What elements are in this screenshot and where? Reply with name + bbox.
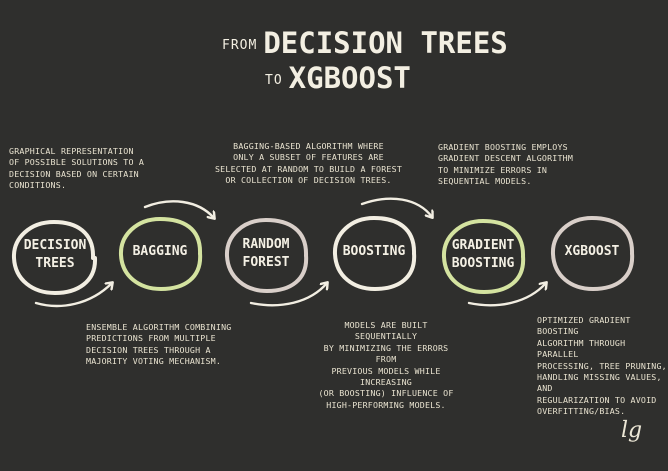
note-decision-trees: GRAPHICAL REPRESENTATION OF POSSIBLE SOL… (9, 146, 145, 191)
node-label-xgboost: XGBOOST (564, 244, 620, 259)
title-line-1: FROM DECISION TREES (222, 26, 508, 60)
signature: lg (621, 418, 643, 443)
arrow-decision-to-bagging (34, 283, 112, 308)
ring-boosting (332, 215, 417, 292)
ring-random-forest (224, 217, 309, 294)
arrow-bagging-to-random-forest (143, 200, 214, 218)
note-boosting: MODELS ARE BUILT SEQUENTIALLY BY MINIMIZ… (318, 320, 454, 410)
arrow-random-forest-to-boosting (249, 283, 327, 307)
ring-gradient-boosting (441, 218, 526, 295)
ring-bagging (118, 216, 203, 292)
title-line-2: TO XGBOOST (265, 61, 411, 95)
title-from: FROM (222, 38, 258, 53)
note-gradient-boosting: GRADIENT BOOSTING EMPLOYS GRADIENT DESCE… (438, 142, 574, 187)
title-to: TO (265, 73, 283, 88)
node-label-boosting: BOOSTING (342, 244, 406, 259)
node-label-decision-trees: DECISION TREES (23, 238, 87, 271)
node-label-random-forest: RANDOM FOREST (242, 237, 290, 270)
note-xgboost: OPTIMIZED GRADIENT BOOSTING ALGORITHM TH… (537, 315, 667, 417)
ring-xgboost (550, 215, 635, 292)
arrow-gradient-to-xgboost (467, 283, 546, 307)
arrow-boosting-to-gradient (360, 197, 432, 217)
node-label-gradient-boosting: GRADIENT BOOSTING (451, 238, 515, 271)
ring-decision-trees (11, 219, 98, 296)
title-xgboost: XGBOOST (288, 61, 411, 95)
title-decision-trees: DECISION TREES (263, 26, 508, 60)
note-random-forest: BAGGING-BASED ALGORITHM WHERE ONLY A SUB… (214, 141, 403, 186)
note-bagging: ENSEMBLE ALGORITHM COMBINING PREDICTIONS… (86, 322, 232, 367)
node-label-bagging: BAGGING (132, 244, 188, 259)
